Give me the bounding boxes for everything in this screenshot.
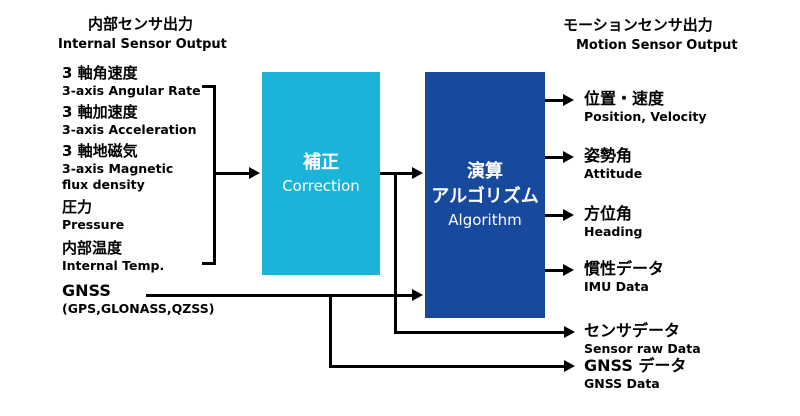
- connector-line: [380, 172, 414, 175]
- bracket-top-stub: [202, 85, 216, 88]
- motion-sensor-title-jp: モーションセンサ出力: [563, 16, 713, 34]
- sensor-item-acceleration: 3 軸加速度 3-axis Acceleration: [62, 102, 197, 138]
- sensor-item-jp: 内部温度: [62, 239, 123, 257]
- output-attitude: 姿勢角 Attitude: [584, 146, 642, 182]
- algorithm-label-en: Algorithm: [448, 211, 522, 229]
- motion-sensor-title-en: Motion Sensor Output: [576, 38, 738, 53]
- gnss-connector-line: [146, 294, 414, 297]
- correction-box: 補正 Correction: [262, 72, 380, 275]
- output-en: IMU Data: [584, 279, 649, 294]
- output-line: [545, 99, 565, 102]
- output-jp: 位置・速度: [584, 89, 665, 108]
- gnss-data-horizontal-line: [329, 365, 566, 368]
- arrow-head: [412, 167, 423, 179]
- output-line: [545, 269, 565, 272]
- output-jp: センサデータ: [584, 321, 681, 340]
- arrow-head: [564, 360, 575, 372]
- internal-sensor-title-en: Internal Sensor Output: [58, 37, 227, 52]
- output-sensor-raw-data: センサデータ Sensor raw Data: [584, 321, 701, 357]
- gnss-data-vertical-line: [329, 294, 332, 368]
- bracket-bottom-stub: [202, 262, 216, 265]
- correction-label-jp: 補正: [303, 152, 339, 173]
- output-gnss-data: GNSS データ GNSS Data: [584, 356, 686, 392]
- sensor-item-gnss: GNSS (GPS,GLONASS,QZSS): [62, 281, 214, 317]
- output-line: [545, 156, 565, 159]
- gnss-sublabel: (GPS,GLONASS,QZSS): [62, 301, 215, 316]
- output-en: GNSS Data: [584, 376, 660, 391]
- bracket-vertical-line: [213, 85, 216, 265]
- output-en: Heading: [584, 224, 643, 239]
- algorithm-label-jp1: 演算: [467, 161, 503, 182]
- sensor-item-en: 3-axis Magnetic flux density: [62, 161, 174, 192]
- output-en: Position, Velocity: [584, 109, 707, 124]
- algorithm-box: 演算 アルゴリズム Algorithm: [425, 72, 545, 318]
- output-jp: 慣性データ: [584, 259, 665, 278]
- arrow-head: [563, 94, 574, 106]
- output-imu-data: 慣性データ IMU Data: [584, 259, 664, 295]
- arrow-head: [563, 151, 574, 163]
- sensor-item-jp: 3 軸地磁気: [62, 142, 138, 160]
- sensor-raw-horizontal-line: [394, 331, 566, 334]
- sensor-item-jp: 3 軸加速度: [62, 103, 138, 121]
- correction-label-en: Correction: [282, 177, 360, 195]
- sensor-item-en: Pressure: [62, 217, 125, 232]
- output-jp: 姿勢角: [584, 146, 633, 165]
- sensor-item-magnetic: 3 軸地磁気 3-axis Magnetic flux density: [62, 141, 194, 193]
- sensor-item-jp: 3 軸角速度: [62, 64, 138, 82]
- sensor-item-jp: 圧力: [62, 198, 93, 216]
- output-en: Sensor raw Data: [584, 341, 701, 356]
- output-jp: GNSS データ: [584, 356, 687, 375]
- connector-line: [213, 172, 251, 175]
- gnss-label: GNSS: [62, 281, 111, 300]
- arrow-head: [249, 167, 260, 179]
- output-heading: 方位角 Heading: [584, 204, 642, 240]
- sensor-item-internal-temp: 内部温度 Internal Temp.: [62, 238, 164, 274]
- sensor-item-en: Internal Temp.: [62, 258, 165, 273]
- arrow-head: [412, 289, 423, 301]
- arrow-head: [563, 264, 574, 276]
- output-line: [545, 214, 565, 217]
- output-position-velocity: 位置・速度 Position, Velocity: [584, 89, 706, 125]
- output-en: Attitude: [584, 166, 643, 181]
- sensor-item-pressure: 圧力 Pressure: [62, 197, 124, 233]
- algorithm-label-jp2: アルゴリズム: [431, 186, 539, 207]
- arrow-head: [564, 326, 575, 338]
- output-jp: 方位角: [584, 204, 633, 223]
- sensor-raw-vertical-line: [394, 172, 397, 334]
- arrow-head: [563, 209, 574, 221]
- sensor-item-en: 3-axis Acceleration: [62, 122, 197, 137]
- sensor-item-angular-rate: 3 軸角速度 3-axis Angular Rate: [62, 63, 201, 99]
- internal-sensor-title-jp: 内部センサ出力: [88, 15, 194, 33]
- sensor-item-en: 3-axis Angular Rate: [62, 83, 201, 98]
